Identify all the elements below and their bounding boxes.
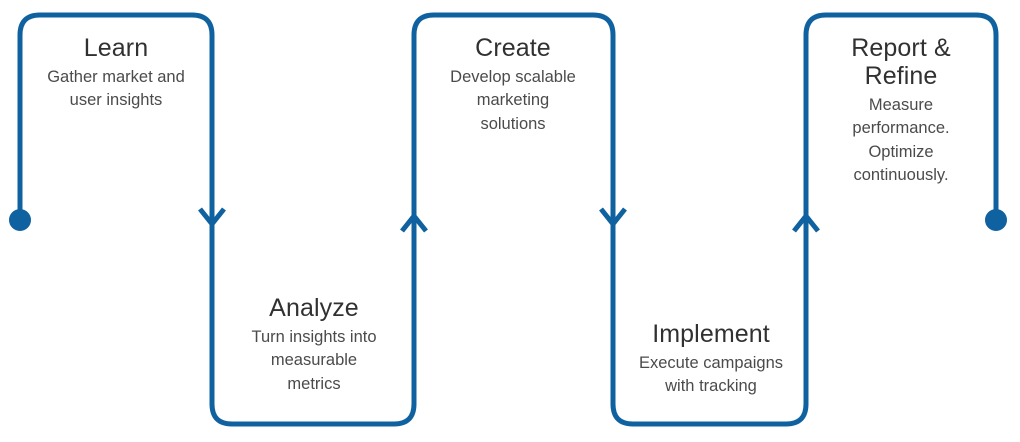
stage-report-refine[interactable]: Report & Refine Measure performance. Opt…: [817, 34, 985, 188]
end-dot-icon: [985, 209, 1007, 231]
stage-learn-description: Gather market and user insights: [47, 68, 185, 110]
stage-analyze-description: Turn insights into measurable metrics: [251, 328, 377, 393]
stage-implement-title: Implement: [652, 320, 770, 348]
arrow-up-implement-to-report: [792, 211, 820, 233]
stage-learn[interactable]: Learn Gather market and user insights: [28, 34, 204, 113]
start-dot-icon: [9, 209, 31, 231]
stage-report-refine-title: Report & Refine: [851, 34, 951, 90]
stage-analyze-title: Analyze: [269, 294, 359, 322]
stage-create-title: Create: [475, 34, 551, 62]
path-report-segment: [803, 12, 999, 220]
stage-report-refine-description: Measure performance. Optimize continuous…: [852, 96, 950, 185]
path-create-segment: [411, 12, 616, 224]
stage-learn-title: Learn: [83, 34, 149, 62]
stage-create[interactable]: Create Develop scalable marketing soluti…: [423, 34, 603, 136]
stage-create-description: Develop scalable marketing solutions: [450, 68, 576, 133]
arrow-up-analyze-to-create: [400, 211, 428, 233]
stage-implement-description: Execute campaigns with tracking: [639, 354, 783, 396]
stage-implement[interactable]: Implement Execute campaigns with trackin…: [622, 320, 800, 399]
arrow-down-create-to-implement: [599, 207, 627, 229]
stage-analyze[interactable]: Analyze Turn insights into measurable me…: [224, 294, 404, 396]
path-implement-segment: [610, 216, 809, 427]
arrow-down-learn-to-analyze: [198, 207, 226, 229]
path-learn-segment: [17, 12, 215, 224]
path-analyze-segment: [209, 216, 417, 427]
